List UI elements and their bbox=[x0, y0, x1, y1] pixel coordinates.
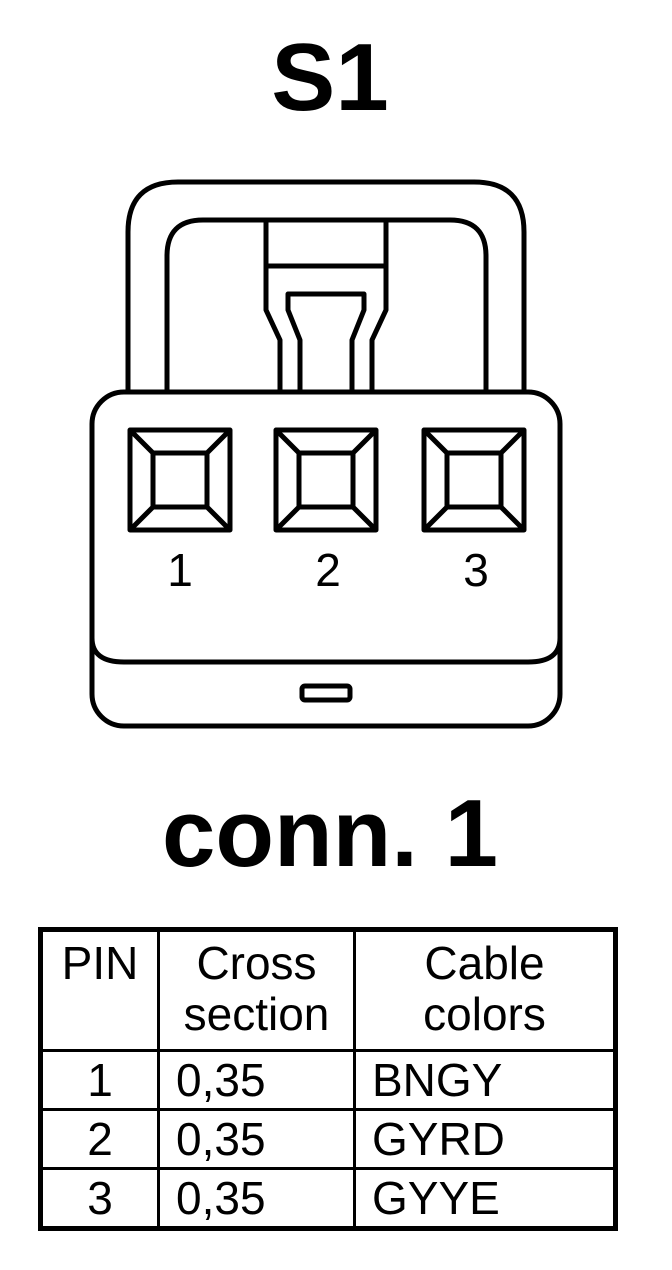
cell-cable-color: GYRD bbox=[353, 1108, 617, 1171]
table-row: 1 0,35 BNGY bbox=[39, 1049, 617, 1112]
cell-cross-section: 0,35 bbox=[157, 1108, 356, 1171]
latch-tab bbox=[263, 222, 389, 392]
housing-lower-band bbox=[89, 637, 563, 665]
key-slot bbox=[299, 683, 353, 703]
header-pin: PIN bbox=[39, 927, 160, 1053]
cell-pin: 1 bbox=[39, 1049, 160, 1112]
cell-pin: 2 bbox=[39, 1108, 160, 1171]
pin-label-2: 2 bbox=[315, 544, 341, 596]
pin-label-1: 1 bbox=[167, 544, 193, 596]
connector-drawing: 1 2 3 bbox=[89, 179, 563, 729]
cell-cable-color: BNGY bbox=[353, 1049, 617, 1112]
pin-cavity-3 bbox=[421, 427, 527, 533]
pin-cavity-1 bbox=[127, 427, 233, 533]
latch-arch-outer bbox=[125, 179, 527, 392]
table-row: 2 0,35 GYRD bbox=[39, 1108, 617, 1171]
pin-label-3: 3 bbox=[463, 544, 489, 596]
latch-arch-inner bbox=[164, 217, 489, 392]
table-row: 3 0,35 GYYE bbox=[39, 1167, 617, 1231]
cell-cross-section: 0,35 bbox=[157, 1049, 356, 1112]
connector-name: conn. 1 bbox=[161, 780, 499, 887]
connector-label: S1 bbox=[271, 24, 389, 131]
pin-cavity-2 bbox=[273, 427, 379, 533]
cell-pin: 3 bbox=[39, 1167, 160, 1231]
cell-cable-color: GYYE bbox=[353, 1167, 617, 1231]
cell-cross-section: 0,35 bbox=[157, 1167, 356, 1231]
